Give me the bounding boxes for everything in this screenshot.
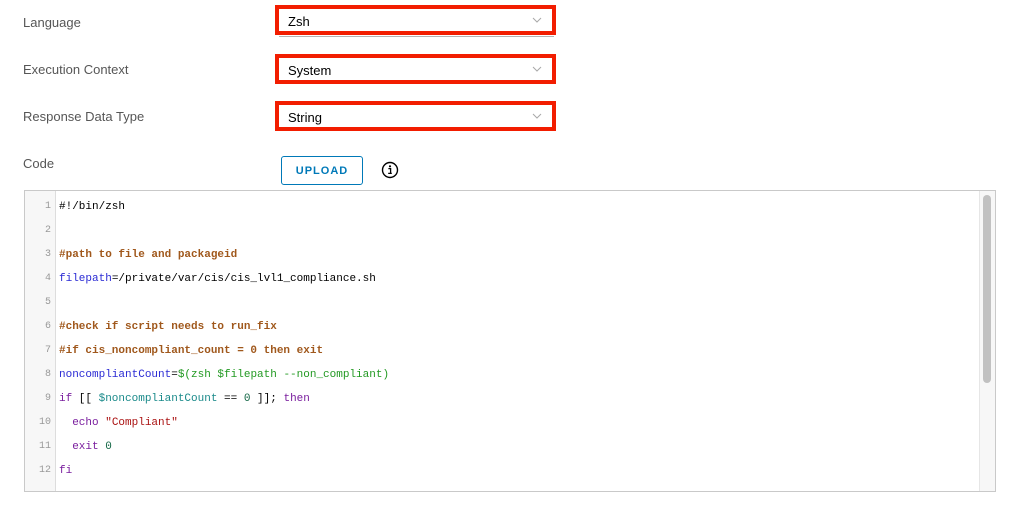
info-circle-icon[interactable] [381, 161, 399, 179]
chevron-down-icon [532, 113, 542, 119]
line-number: 7 [44, 345, 51, 356]
line-number: 2 [44, 225, 51, 236]
language-label: Language [23, 15, 81, 30]
code-text: #if cis_noncompliant_count = 0 then exit [59, 339, 323, 363]
code-token: [[ [72, 393, 99, 405]
line-number: 12 [38, 465, 51, 476]
line-number: 3 [44, 249, 51, 260]
code-text: #check if script needs to run_fix [59, 315, 277, 339]
code-line[interactable]: 3 #path to file and packageid [25, 243, 979, 267]
upload-button[interactable]: UPLOAD [281, 156, 363, 185]
code-lines[interactable]: 1 #!/bin/zsh 2 3 #path to file and packageid… [25, 195, 979, 483]
line-number: 9 [44, 393, 51, 404]
code-text: #!/bin/zsh [59, 195, 125, 219]
code-editor[interactable]: 1 #!/bin/zsh 2 3 #path to file and packageid… [24, 190, 996, 492]
code-token: 0 [105, 441, 112, 453]
code-line[interactable]: 12 fi [25, 459, 979, 483]
code-token [59, 441, 72, 453]
response-data-type-select-value: String [288, 110, 322, 125]
code-line[interactable]: 7 #if cis_noncompliant_count = 0 then exi… [25, 339, 979, 363]
code-token: exit [72, 441, 99, 453]
line-number: 8 [44, 369, 51, 380]
code-token: #if cis_noncompliant_count = 0 then exit [59, 345, 324, 357]
line-number: 4 [44, 273, 51, 284]
code-token: $(zsh $filepath --non_compliant) [177, 369, 390, 381]
code-line[interactable]: 2 [25, 219, 979, 243]
line-number: 1 [44, 201, 51, 212]
code-token: then [283, 393, 310, 405]
code-token: filepath [59, 273, 112, 285]
code-token: "Compliant" [105, 417, 178, 429]
line-number-gutter [25, 191, 56, 491]
code-token [59, 417, 72, 429]
code-token: #!/bin/zsh [59, 201, 126, 213]
code-token: #path to file and packageid [59, 249, 238, 261]
code-line[interactable]: 4 filepath=/private/var/cis/cis_lvl1_comp… [25, 267, 979, 291]
code-token: echo [72, 417, 99, 429]
code-line[interactable]: 6 #check if script needs to run_fix [25, 315, 979, 339]
response-data-type-select[interactable]: String [275, 101, 556, 131]
code-token: == [217, 393, 244, 405]
code-text: #path to file and packageid [59, 243, 237, 267]
code-token: = [171, 369, 178, 381]
code-text: filepath=/private/var/cis/cis_lvl1_compl… [59, 267, 376, 291]
code-line[interactable]: 8 noncompliantCount=$(zsh $filepath --non… [25, 363, 979, 387]
code-token: fi [59, 465, 73, 477]
execution-context-select[interactable]: System [275, 54, 556, 84]
language-select-underline [279, 36, 554, 37]
code-text: echo "Compliant" [59, 411, 178, 435]
code-token: noncompliantCount [59, 369, 172, 381]
code-label: Code [23, 156, 55, 171]
code-text: if [[ $noncompliantCount == 0 ]]; then [59, 387, 310, 411]
execution-context-select-value: System [288, 63, 332, 78]
vertical-scrollbar[interactable] [979, 191, 995, 491]
code-token: $noncompliantCount [98, 393, 218, 405]
line-number: 5 [44, 297, 51, 308]
chevron-down-icon [532, 17, 542, 23]
code-token: ]]; [250, 393, 284, 405]
chevron-down-icon [532, 66, 542, 72]
code-line[interactable]: 1 #!/bin/zsh [25, 195, 979, 219]
code-text: fi [59, 459, 72, 483]
execution-context-label: Execution Context [23, 62, 129, 77]
code-token: #check if script needs to run_fix [59, 321, 277, 333]
scrollbar-thumb[interactable] [983, 195, 991, 383]
line-number: 6 [44, 321, 51, 332]
response-data-type-label: Response Data Type [23, 109, 145, 124]
language-select[interactable]: Zsh [275, 5, 556, 35]
code-token: =/private/var/cis/cis_lvl1_compliance.sh [111, 273, 376, 285]
code-token: if [59, 393, 73, 405]
code-text: exit 0 [59, 435, 112, 459]
code-token: 0 [243, 393, 251, 405]
line-number: 11 [38, 441, 51, 452]
line-number: 10 [38, 417, 51, 428]
language-select-value: Zsh [288, 14, 310, 29]
code-line[interactable]: 11 exit 0 [25, 435, 979, 459]
code-line[interactable]: 9 if [[ $noncompliantCount == 0 ]]; then [25, 387, 979, 411]
code-text: noncompliantCount=$(zsh $filepath --non_… [59, 363, 389, 387]
code-line[interactable]: 10 echo "Compliant" [25, 411, 979, 435]
code-line[interactable]: 5 [25, 291, 979, 315]
